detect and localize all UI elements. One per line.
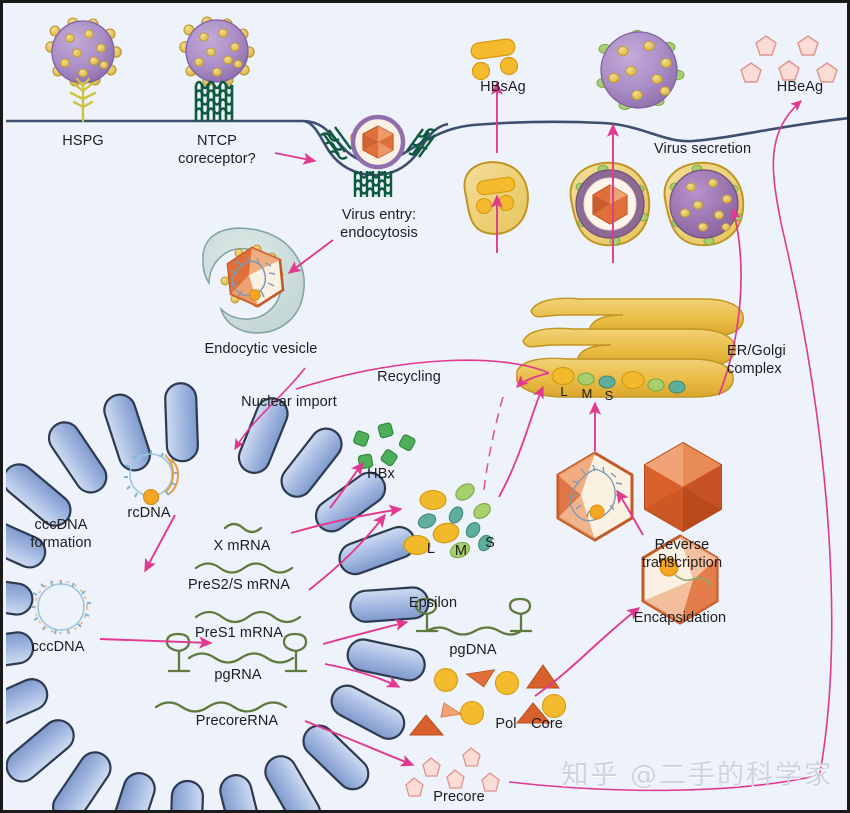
label-er-golgi-complex: ER/Golgi complex <box>727 343 786 377</box>
label-pgdna: pgDNA <box>449 642 497 658</box>
label-hbsag: HBsAg <box>480 79 526 95</box>
label-encapsidation: Encapsidation <box>633 610 727 626</box>
arrow-pgrna-to-polcore <box>324 663 401 688</box>
arrow-precorerna-to-precore <box>304 720 415 767</box>
label-precorerna: PrecoreRNA <box>195 713 279 729</box>
label-virus-secretion: Virus secretion <box>654 141 752 157</box>
arrow-precore-tail <box>508 774 821 792</box>
arrow-recycling <box>295 359 550 390</box>
arrow-cccdna-formation <box>144 514 176 573</box>
pgrna-epsilon-hairpins <box>165 632 308 673</box>
hspg-glycan <box>69 77 97 123</box>
label-hbx: HBx <box>367 466 395 482</box>
arrow-recycling-dashed <box>482 396 504 498</box>
pol-core-subunits <box>408 664 567 736</box>
virion-hspg <box>45 17 122 123</box>
label-pres2s-mrna: PreS2/S mRNA <box>188 577 290 593</box>
hbsag-particles <box>470 38 519 81</box>
arrow-lms-to-golgi <box>498 385 544 498</box>
x-mrna-strand <box>223 522 263 534</box>
label-cccdna-formation: cccDNA formation <box>30 517 92 551</box>
virion-ntcp <box>179 16 255 121</box>
endocytic-vesicle <box>202 227 305 334</box>
label-env-m: M <box>454 543 468 559</box>
label-hbeag: HBeAg <box>776 79 824 95</box>
label-pol: Pol <box>495 716 517 732</box>
virus-entry-pit <box>302 114 449 197</box>
label-nuclear-import: Nuclear import <box>241 394 337 410</box>
label-hspg: HSPG <box>62 133 104 149</box>
mature-capsid <box>644 441 722 533</box>
arrow-pgrna-to-pgdna <box>322 618 409 645</box>
label-precore: Precore <box>433 789 485 805</box>
arrow-xmrna-to-hbx <box>329 461 364 509</box>
label-golgi-s: S <box>604 388 614 403</box>
label-pres1-mrna: PreS1 mRNA <box>194 625 284 641</box>
encapsidation-capsid <box>641 534 719 625</box>
cccdna-molecule <box>31 580 91 635</box>
label-env-s: S <box>485 535 495 551</box>
label-reverse-transcription: Reverse transcription <box>641 537 723 571</box>
arrow-encapsidation-to-rt <box>616 489 644 536</box>
vesicle-enveloped-capsid <box>569 161 651 247</box>
pgdna-molecule <box>414 597 533 636</box>
label-endocytic-vesicle: Endocytic vesicle <box>204 341 318 357</box>
label-epsilon: Epsilon <box>408 595 458 611</box>
arrow-entry-to-vesicle <box>287 239 334 274</box>
precore-particles <box>405 747 500 797</box>
label-core: Core <box>531 716 563 732</box>
arrow-polcore-to-encapsidation <box>534 607 641 697</box>
flow-arrows <box>99 81 833 774</box>
pgrna-strand <box>187 652 295 664</box>
precorerna-strand <box>154 701 288 713</box>
vesicle-virion <box>663 161 745 247</box>
label-golgi-l: L <box>560 384 568 399</box>
envelope-proteins-cytoplasm <box>403 483 492 559</box>
secreted-virion <box>596 29 685 111</box>
arrow-mrna-to-lms <box>290 504 403 534</box>
rcdna-molecule <box>124 450 180 506</box>
pres1-mrna-strand <box>194 610 302 624</box>
label-pgrna: pgRNA <box>214 667 262 683</box>
watermark: 知乎 @二手的科学家 <box>561 760 833 791</box>
label-rcdna: rcDNA <box>127 505 171 521</box>
rna-molecules <box>154 522 302 713</box>
arrow-precore-to-hbeag <box>772 100 833 774</box>
label-recycling: Recycling <box>377 369 441 385</box>
arrow-ntcp-to-entry <box>274 152 317 165</box>
ntcp-helices <box>194 80 234 121</box>
arrow-pres-to-lms <box>308 513 386 591</box>
chromatin-segments <box>3 382 430 810</box>
arrow-nuclear-import <box>234 367 306 451</box>
arrow-cccdna-to-rna <box>99 636 213 649</box>
arrow-recycling-head <box>515 372 550 389</box>
label-golgi-m: M <box>581 386 593 401</box>
arrow-golgi-to-vesicle-virion <box>718 207 742 396</box>
pres2s-mrna-strand <box>194 562 294 574</box>
capsid-with-rcdna <box>556 451 634 542</box>
hbeag-particles <box>740 35 838 83</box>
label-virus-entry: Virus entry: endocytosis <box>340 207 418 241</box>
label-cccdna: cccDNA <box>31 639 85 655</box>
golgi-envelope-proteins <box>551 366 686 394</box>
diagram-canvas <box>3 16 847 810</box>
label-pol-inside-capsid: Pol <box>658 551 678 566</box>
label-ntcp-coreceptor: NTCP coreceptor? <box>178 133 256 167</box>
hbx-particles <box>353 422 416 470</box>
label-x-mrna: X mRNA <box>213 538 271 554</box>
label-env-l: L <box>426 541 436 557</box>
